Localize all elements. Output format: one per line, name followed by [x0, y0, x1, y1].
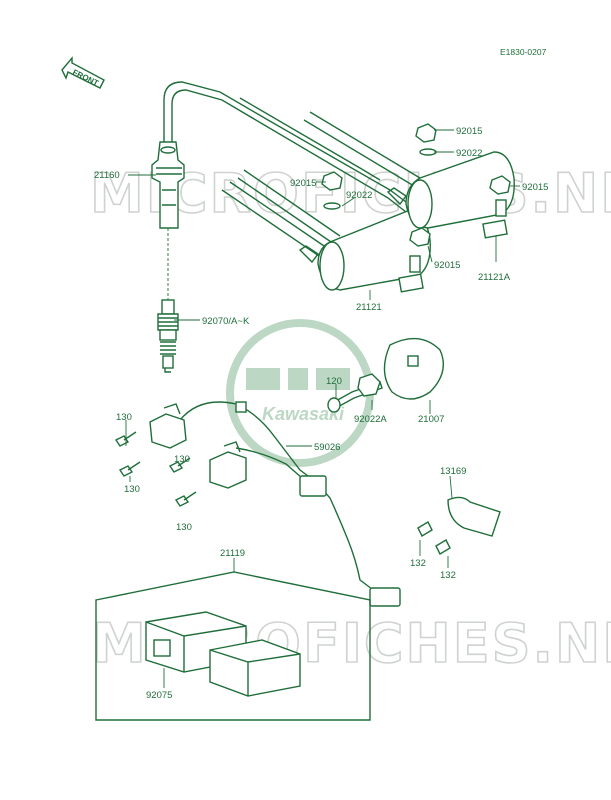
label-21121a: 21121A: [478, 272, 511, 283]
label-59026: 59026: [314, 442, 340, 453]
timing-plate: [383, 337, 444, 400]
spark-plug: [157, 228, 179, 373]
label-21160: 21160: [94, 170, 120, 181]
ignition-coil-right: [386, 151, 515, 239]
label-92015-a: 92015: [456, 126, 482, 137]
label-92015-c: 92015: [522, 182, 548, 193]
label-92015-b: 92015: [290, 178, 316, 189]
spark-plug-cap-and-lead: [151, 81, 411, 229]
logo-text: Kawasaki: [262, 404, 345, 424]
label-130-a: 130: [116, 412, 132, 423]
label-92022-a: 92022: [456, 148, 482, 159]
leader-lines: [125, 129, 520, 688]
label-92075: 92075: [146, 690, 172, 701]
part-labels: 21160 92070/A~K 92015 92022 92015 92015 …: [94, 126, 548, 701]
label-92015-d: 92015: [434, 260, 460, 271]
label-21119: 21119: [220, 548, 245, 559]
label-132-b: 132: [440, 570, 456, 581]
label-21007: 21007: [418, 414, 444, 425]
label-120: 120: [326, 376, 342, 387]
diagram-code: E1830-0207: [500, 47, 547, 57]
label-92070: 92070/A~K: [202, 316, 250, 327]
label-92022a: 92022A: [354, 414, 387, 425]
label-13169: 13169: [440, 466, 466, 477]
igniter-box: [95, 571, 371, 721]
bolt-120: [327, 373, 383, 413]
label-92022-b: 92022: [346, 190, 372, 201]
label-21121: 21121: [356, 302, 382, 313]
ignition-coil-left: [298, 209, 431, 293]
label-130-b: 130: [124, 484, 140, 495]
front-arrow-icon: FRONT: [61, 56, 105, 89]
bracket-13169: [417, 496, 501, 555]
coil-fasteners: [321, 123, 511, 247]
pickup-harness: [149, 401, 401, 607]
label-130-c: 130: [174, 454, 190, 465]
label-130-d: 130: [176, 522, 192, 533]
label-132-a: 132: [410, 558, 426, 569]
